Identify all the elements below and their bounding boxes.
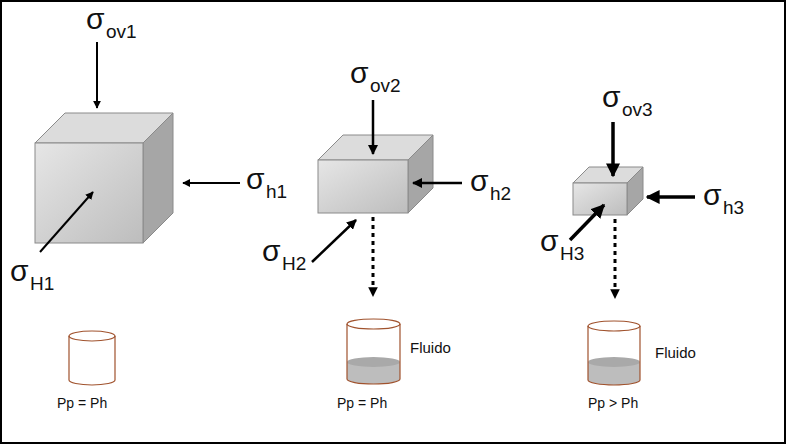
stress-arrow: [611, 122, 615, 176]
pressure-relation: Pp > Ph: [588, 396, 638, 410]
fluid-flow-arrow: [372, 217, 375, 296]
stress-symbol: σ: [470, 166, 489, 196]
stress-symbol: σ: [540, 226, 559, 256]
stress-subscript: h1: [266, 182, 287, 201]
stress-subscript: ov2: [370, 76, 401, 95]
beaker-fluid: [588, 321, 640, 385]
stress-symbol: σ: [703, 180, 722, 210]
beaker-fluid: [347, 319, 400, 384]
stress-subscript: H1: [30, 274, 54, 293]
stress-subscript: H2: [282, 254, 306, 273]
stress-subscript: ov3: [622, 100, 653, 119]
stress-arrow: [96, 42, 98, 108]
stress-subscript: h3: [723, 198, 744, 217]
stress-arrow: [570, 205, 604, 240]
stress-symbol: σ: [602, 82, 621, 112]
stress-arrow: [183, 182, 240, 184]
stress-arrow: [372, 100, 375, 154]
stress-subscript: H3: [560, 244, 584, 263]
stress-arrow: [413, 182, 462, 185]
stress-arrow: [40, 192, 93, 252]
stress-arrow: [312, 220, 356, 262]
fluid-label: Fluido: [410, 340, 451, 355]
cube-3: [573, 167, 643, 215]
cube-2: [318, 135, 433, 213]
stress-symbol: σ: [10, 256, 29, 286]
stress-arrow: [647, 195, 695, 199]
cube-1: [35, 113, 173, 243]
stress-symbol: σ: [246, 164, 265, 194]
beaker-empty: [69, 331, 115, 385]
pressure-relation: Pp = Ph: [57, 396, 107, 410]
stress-symbol: σ: [262, 236, 281, 266]
fluid-label: Fluido: [655, 345, 696, 360]
pressure-relation: Pp = Ph: [337, 396, 387, 410]
stress-symbol: σ: [350, 58, 369, 88]
stress-subscript: h2: [490, 184, 511, 203]
stress-symbol: σ: [86, 4, 105, 34]
fluid-flow-arrow: [614, 219, 617, 298]
stress-subscript: ov1: [106, 22, 137, 41]
